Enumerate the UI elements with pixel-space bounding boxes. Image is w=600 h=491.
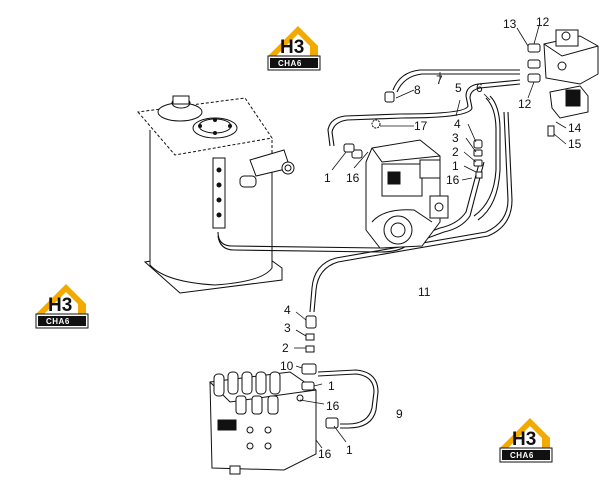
- callout-16: 16: [446, 173, 460, 187]
- callout-1: 1: [324, 171, 331, 185]
- callout-17: 17: [414, 119, 428, 133]
- callout-1: 1: [452, 159, 459, 173]
- hose-9: [317, 369, 379, 429]
- callout-16: 16: [318, 447, 332, 461]
- callout-14: 14: [568, 121, 582, 135]
- callout-4: 4: [454, 117, 461, 131]
- svg-text:CHA6: CHA6: [278, 59, 302, 68]
- callout-1: 1: [346, 443, 353, 457]
- hydraulic-tank: [137, 95, 295, 294]
- callout-12: 12: [518, 97, 532, 111]
- callout-7: 7: [436, 73, 443, 87]
- hose-6: [477, 95, 501, 221]
- callout-9: 9: [396, 407, 403, 421]
- fittings: [296, 91, 483, 429]
- callout-3: 3: [284, 321, 291, 335]
- svg-text:CHA6: CHA6: [510, 451, 534, 460]
- callout-6: 6: [476, 81, 483, 95]
- callout-11: 11: [418, 285, 431, 299]
- watermark-logo-left: H3 CHA6: [35, 283, 89, 329]
- callout-16: 16: [326, 399, 340, 413]
- valve-body: [543, 35, 599, 85]
- hose-7: [392, 69, 520, 91]
- watermark-logo-top: H3 CHA6: [267, 25, 321, 71]
- hydraulic-pump: [351, 139, 449, 249]
- callout-13: 13: [503, 17, 517, 31]
- callout-15: 15: [568, 137, 582, 151]
- callout-2: 2: [282, 341, 289, 355]
- svg-text:H3: H3: [48, 295, 72, 316]
- multi-way-valve: [209, 371, 317, 475]
- svg-text:H3: H3: [512, 429, 536, 450]
- callout-4: 4: [284, 303, 291, 317]
- fitting-pump-1: [343, 143, 355, 153]
- callout-2: 2: [452, 145, 459, 159]
- callout-5: 5: [455, 81, 462, 95]
- hose-5: [327, 79, 521, 147]
- callout-1: 1: [328, 379, 335, 393]
- callout-3: 3: [452, 131, 459, 145]
- fitting-low-4: [305, 315, 317, 329]
- leader-lines: [294, 25, 567, 449]
- fitting-low-10: [301, 363, 317, 375]
- tank-body: [149, 130, 273, 286]
- level-gauge: [212, 157, 226, 229]
- callout-16: 16: [346, 171, 360, 185]
- callout-12: 12: [536, 15, 550, 29]
- fitting-8: [384, 91, 395, 103]
- svg-text:CHA6: CHA6: [46, 317, 70, 326]
- part-callouts: 13 12 12 14 15 7 5 6 8 17 1 16 4 3 2 1 1…: [280, 15, 582, 461]
- pressure-hose-11: [313, 111, 513, 313]
- svg-text:H3: H3: [280, 37, 304, 58]
- control-valve-top: [527, 29, 599, 137]
- watermark-logo-bottom-right: H3 CHA6: [499, 417, 553, 463]
- callout-8: 8: [414, 83, 421, 97]
- callout-10: 10: [280, 359, 294, 373]
